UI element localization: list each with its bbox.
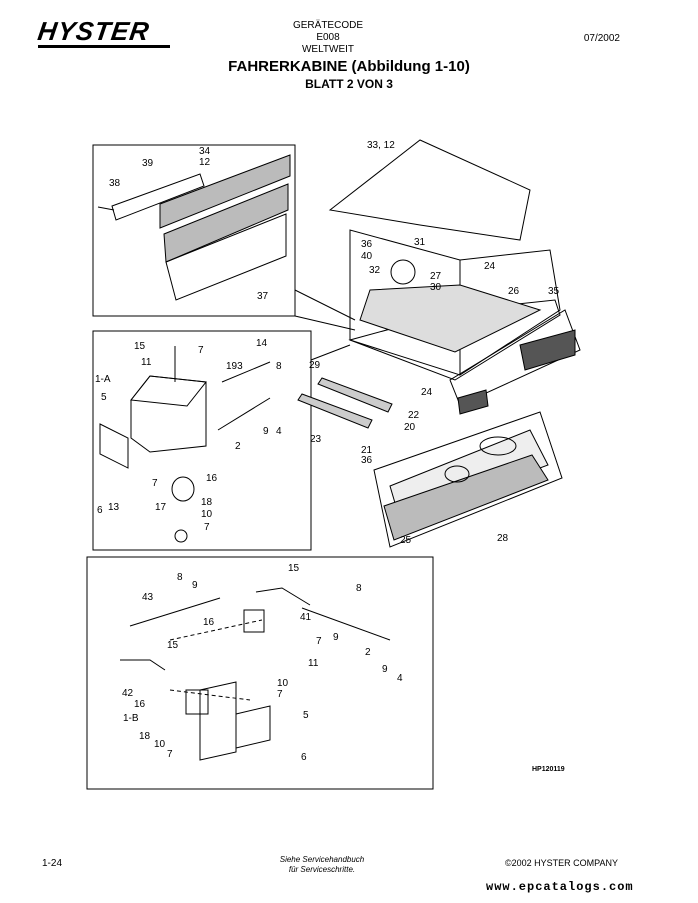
- svg-text:28: 28: [497, 533, 509, 544]
- svg-text:9: 9: [263, 426, 269, 437]
- svg-text:41: 41: [300, 612, 312, 623]
- svg-text:10: 10: [201, 509, 213, 520]
- watermark-link[interactable]: www.epcatalogs.com: [486, 880, 634, 894]
- svg-text:39: 39: [142, 158, 154, 169]
- svg-text:7: 7: [277, 689, 283, 700]
- svg-text:30: 30: [430, 282, 442, 293]
- inset-frame-visor: [92, 144, 296, 317]
- svg-text:33, 12: 33, 12: [367, 140, 395, 151]
- svg-text:24: 24: [484, 261, 496, 272]
- svg-text:11: 11: [141, 357, 152, 368]
- svg-text:1-A: 1-A: [95, 374, 111, 385]
- svg-text:31: 31: [414, 237, 426, 248]
- inset-frame-mat: [373, 411, 563, 548]
- machine-code: GERÄTECODE E008 WELTWEIT: [282, 20, 374, 56]
- svg-text:16: 16: [203, 617, 215, 628]
- svg-text:9: 9: [382, 664, 388, 675]
- svg-text:10: 10: [154, 739, 166, 750]
- service-note-line-1: Siehe Servicehandbuch: [279, 855, 365, 864]
- svg-text:38: 38: [109, 178, 121, 189]
- logo-underline: [38, 45, 170, 48]
- svg-text:37: 37: [257, 291, 269, 302]
- svg-text:8: 8: [177, 572, 183, 583]
- svg-text:18: 18: [139, 731, 151, 742]
- svg-text:23: 23: [310, 434, 322, 445]
- svg-text:5: 5: [101, 392, 107, 403]
- svg-text:16: 16: [206, 473, 218, 484]
- svg-text:8: 8: [276, 361, 282, 372]
- svg-text:35: 35: [548, 286, 560, 297]
- svg-text:4: 4: [276, 426, 282, 437]
- svg-text:43: 43: [142, 592, 154, 603]
- svg-text:15: 15: [167, 640, 179, 651]
- svg-text:7: 7: [152, 478, 158, 489]
- svg-text:9: 9: [192, 580, 198, 591]
- svg-text:18: 18: [201, 497, 213, 508]
- svg-text:11: 11: [308, 658, 319, 669]
- svg-text:5: 5: [303, 710, 309, 721]
- svg-text:6: 6: [301, 752, 307, 763]
- svg-text:15: 15: [288, 563, 300, 574]
- svg-text:34: 34: [199, 146, 211, 157]
- figure-reference: HP120119: [532, 766, 565, 773]
- svg-text:13: 13: [108, 502, 120, 513]
- svg-text:10: 10: [277, 678, 289, 689]
- svg-text:29: 29: [309, 360, 321, 371]
- code-line-2: WELTWEIT: [301, 44, 355, 55]
- svg-text:9: 9: [333, 632, 339, 643]
- svg-text:15: 15: [134, 341, 146, 352]
- svg-text:42: 42: [122, 688, 134, 699]
- svg-text:24: 24: [421, 387, 433, 398]
- svg-text:22: 22: [408, 410, 420, 421]
- svg-text:2: 2: [235, 441, 241, 452]
- svg-text:26: 26: [508, 286, 520, 297]
- svg-text:20: 20: [404, 422, 416, 433]
- svg-text:14: 14: [256, 338, 268, 349]
- svg-text:12: 12: [199, 157, 211, 168]
- page-number: 1-24: [42, 858, 63, 869]
- code-line-1: GERÄTECODE E008: [292, 20, 363, 43]
- svg-text:40: 40: [361, 251, 373, 262]
- svg-text:7: 7: [316, 636, 322, 647]
- header-date: 07/2002: [583, 33, 620, 44]
- inset-frame-bottom: [86, 556, 434, 790]
- page-title: FAHRERKABINE (Abbildung 1-10): [228, 58, 470, 75]
- svg-text:1-B: 1-B: [123, 713, 139, 724]
- svg-text:36: 36: [361, 455, 373, 466]
- svg-text:36: 36: [361, 239, 373, 250]
- svg-text:6: 6: [97, 505, 103, 516]
- service-note: Siehe Servicehandbuch für Serviceschritt…: [262, 855, 382, 875]
- page-subtitle: BLATT 2 VON 3: [305, 77, 393, 91]
- svg-text:7: 7: [167, 749, 173, 760]
- svg-text:16: 16: [134, 699, 146, 710]
- inset-frame-mount: [92, 330, 312, 551]
- svg-text:7: 7: [204, 522, 210, 533]
- svg-text:4: 4: [397, 673, 403, 684]
- service-note-line-2: für Serviceschritte.: [288, 865, 356, 874]
- copyright: ©2002 HYSTER COMPANY: [505, 858, 618, 868]
- svg-text:193: 193: [226, 361, 243, 372]
- svg-text:17: 17: [155, 502, 167, 513]
- svg-text:2: 2: [365, 647, 371, 658]
- svg-text:32: 32: [369, 265, 381, 276]
- svg-text:25: 25: [400, 535, 412, 546]
- svg-text:21: 21: [361, 445, 373, 456]
- svg-text:7: 7: [198, 345, 204, 356]
- svg-text:27: 27: [430, 271, 442, 282]
- svg-text:8: 8: [356, 583, 362, 594]
